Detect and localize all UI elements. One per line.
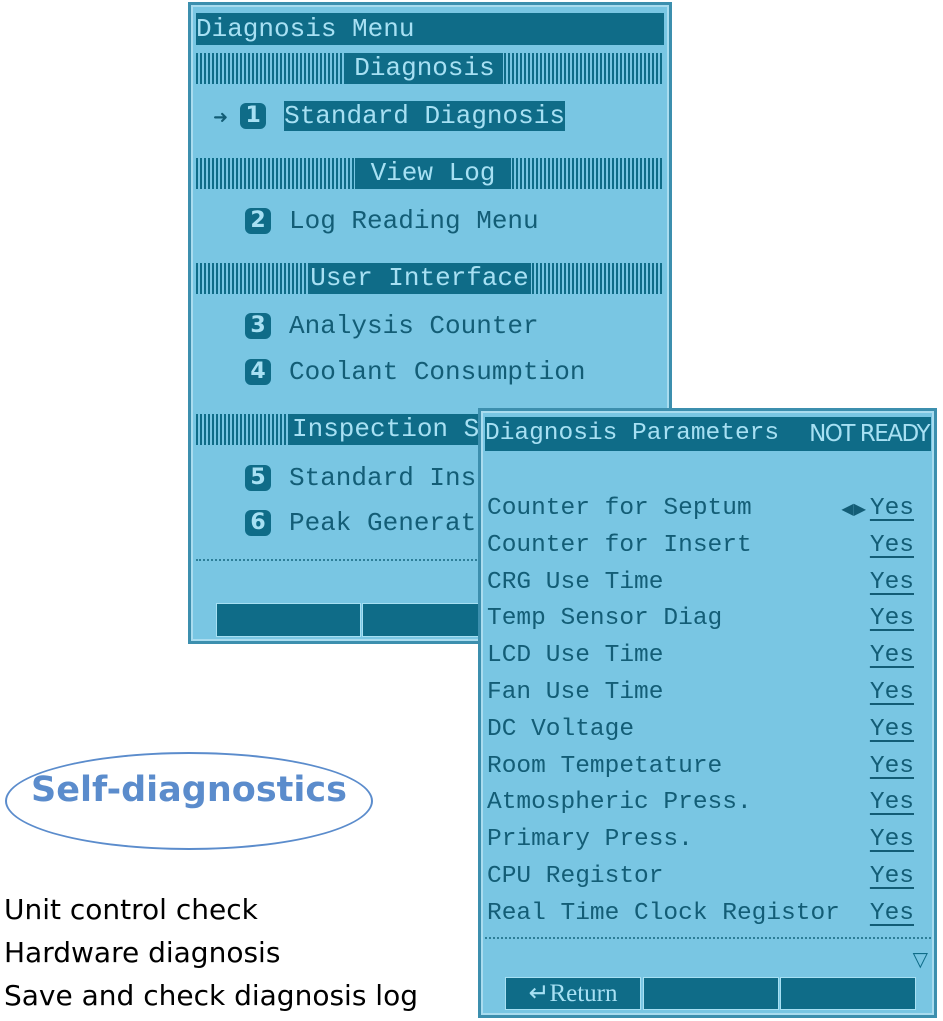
param-value[interactable]: Yes <box>869 679 914 706</box>
diagnosis-parameters-panel: Diagnosis Parameters NOT READY Counter f… <box>478 408 937 1018</box>
param-value[interactable]: Yes <box>869 715 914 743</box>
param-row[interactable]: Counter for Insert Yes <box>487 529 914 563</box>
param-label: Counter for Insert <box>487 531 752 559</box>
param-label: Room Tempetature <box>487 752 723 780</box>
softkey-3[interactable] <box>780 977 916 1010</box>
param-row[interactable]: CPU Registor Yes <box>487 860 914 894</box>
param-label: Counter for Septum <box>487 495 752 522</box>
param-row[interactable]: Fan Use Time Yes <box>487 676 914 710</box>
section-diagnosis: Diagnosis <box>196 53 664 84</box>
section-view-log: View Log <box>196 158 664 189</box>
feature-list: Unit control check Hardware diagnosis Sa… <box>4 888 418 1017</box>
status-badge: NOT READY <box>809 421 930 447</box>
feature-item: Hardware diagnosis <box>4 936 281 969</box>
param-row[interactable]: Primary Press. Yes <box>487 823 914 857</box>
param-value[interactable]: Yes <box>869 899 914 927</box>
param-row[interactable]: Counter for Septum ◀▶Yes <box>487 492 914 526</box>
param-value[interactable]: Yes <box>869 826 914 854</box>
param-value[interactable]: Yes <box>869 863 914 890</box>
self-diagnostics-label: Self-diagnostics <box>31 770 347 810</box>
feature-item: Unit control check <box>4 893 258 926</box>
param-label: Fan Use Time <box>487 679 664 706</box>
param-row[interactable]: Room Tempetature Yes <box>487 750 914 784</box>
params-title-bar: Diagnosis Parameters NOT READY <box>485 417 931 451</box>
params-title: Diagnosis Parameters <box>485 420 780 447</box>
param-row[interactable]: Atmospheric Press. Yes <box>487 786 914 820</box>
softkey-1[interactable] <box>216 603 361 637</box>
softkey-2[interactable] <box>643 977 779 1010</box>
feature-item: Save and check diagnosis log <box>4 979 418 1012</box>
divider <box>196 559 664 561</box>
param-value[interactable]: Yes <box>869 568 914 596</box>
menu-title: Diagnosis Menu <box>196 13 664 45</box>
param-label: CPU Registor <box>487 863 664 890</box>
param-label: Primary Press. <box>487 826 693 854</box>
param-row[interactable]: LCD Use Time Yes <box>487 639 914 673</box>
param-row[interactable]: Temp Sensor Diag Yes <box>487 602 914 636</box>
param-value[interactable]: Yes <box>869 642 914 670</box>
divider <box>485 937 931 939</box>
param-value[interactable]: Yes <box>869 752 914 780</box>
param-value[interactable]: Yes <box>869 531 914 559</box>
param-label: Real Time Clock Registor <box>487 899 840 927</box>
param-row[interactable]: DC Voltage Yes <box>487 713 914 747</box>
param-value[interactable]: Yes <box>869 789 914 817</box>
section-user-interface: User Interface <box>196 263 664 294</box>
param-label: LCD Use Time <box>487 642 664 670</box>
return-button[interactable]: ↵Return <box>505 977 641 1010</box>
param-value[interactable]: Yes <box>869 495 914 522</box>
pointer-arrow-icon: ➜ <box>213 107 229 128</box>
param-row[interactable]: CRG Use Time Yes <box>487 566 914 600</box>
param-label: DC Voltage <box>487 715 635 743</box>
param-label: Atmospheric Press. <box>487 789 752 817</box>
param-label: CRG Use Time <box>487 568 664 596</box>
param-value[interactable]: Yes <box>869 605 914 633</box>
param-label: Temp Sensor Diag <box>487 605 723 633</box>
param-row[interactable]: Real Time Clock Registor Yes <box>487 897 914 931</box>
left-right-arrows-icon: ◀▶ <box>841 499 866 518</box>
self-diagnostics-badge <box>5 752 373 850</box>
scroll-down-icon[interactable]: ▽ <box>912 947 928 971</box>
